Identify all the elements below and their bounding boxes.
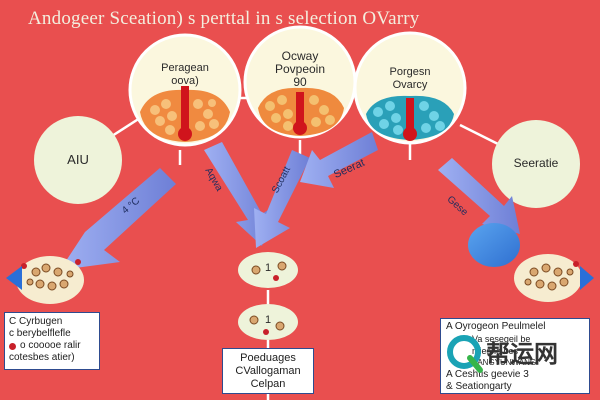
right-legend-text: mieshe bes [472, 346, 519, 356]
right-circle-label: Seeratie [513, 156, 559, 170]
arrow-center-right [254, 150, 310, 248]
blue-cell [468, 223, 520, 267]
watermark-q-icon [447, 335, 483, 373]
left-circle-label: AIU [67, 152, 89, 167]
center-box-line1: Poeduages [240, 352, 296, 364]
center-cell-top-label: 1 [264, 262, 272, 274]
ovary-left-line2: oova) [171, 75, 199, 87]
right-legend-row: A Ceshtis geevie 3 [446, 369, 584, 381]
arrow-right-mid [438, 158, 520, 234]
left-arrowhead [6, 266, 22, 290]
center-caption-box: Poeduages CVallogaman Celpan [222, 348, 314, 394]
left-legend-text: C Cyrbugen [9, 316, 63, 327]
center-box-line3: Celpan [250, 378, 286, 390]
red-dot-icon [9, 342, 16, 350]
right-legend-row: & Seationgarty [446, 381, 584, 393]
right-arrowhead [580, 266, 594, 290]
right-legend-text: A Ceshtis geevie 3 [446, 369, 529, 380]
center-cell-bottom [238, 304, 298, 340]
ovary-right-line2: Ovarcy [392, 79, 428, 91]
left-cell-cluster [16, 256, 84, 304]
ovary-center-line2: Povpeoin [274, 62, 326, 76]
left-legend-row: o cooooe ralir [9, 340, 95, 352]
ovary-center-line3: 90 [293, 75, 307, 89]
ovary-left-line1: Peragean [161, 62, 209, 74]
right-legend-text: A Oyrogeon Peulmelel [446, 321, 546, 332]
watermark-text: 帮运网 [486, 340, 558, 368]
diagram-title: Andogeer Sceation) s perttal in s select… [28, 8, 420, 29]
ovary-center-label: Ocway Povpeoin 90 [254, 50, 346, 89]
left-legend-row: c berybelflefle [9, 328, 95, 340]
left-legend-row: cotesbes atier) [9, 352, 95, 364]
right-circle [492, 120, 580, 208]
right-legend-row: A Oyrogeon Peulmelel [446, 321, 584, 333]
ovary-left-label: Peragean oova) [140, 62, 230, 88]
center-cell-top [238, 252, 298, 288]
right-legend-text: Va sesegeil be [472, 334, 531, 344]
left-legend-row: C Cyrbugen [9, 316, 95, 328]
watermark-logo: 帮运网 [440, 330, 590, 380]
center-cell-bottom-label: 1 [264, 314, 272, 326]
right-cell-cluster [514, 254, 582, 302]
right-legend-row: Va sesegeil be [446, 333, 584, 345]
right-legend-row: BANGYUNWANG [446, 357, 584, 369]
left-legend: C Cyrbugen c berybelflefle o cooooe rali… [4, 312, 100, 370]
left-legend-text: c berybelflefle [9, 328, 71, 339]
left-legend-text: cotesbes atier) [9, 352, 75, 363]
ovary-right-line1: Porgesn [389, 66, 431, 78]
ovary-right-shape [353, 31, 467, 145]
ovary-right-label: Porgesn Ovarcy [364, 66, 456, 92]
arrow-left [60, 168, 176, 270]
right-legend-text: & Seationgarty [446, 381, 512, 392]
center-box-line2: CVallogaman [235, 365, 301, 377]
right-legend-row: mieshe bes [446, 345, 584, 357]
ovary-center-line1: Ocway [281, 49, 319, 63]
ovary-left-shape [128, 33, 242, 147]
right-legend: A Oyrogeon Peulmelel Va sesegeil be mies… [440, 318, 590, 394]
arrow-right-top [300, 132, 378, 188]
left-circle [34, 116, 122, 204]
right-legend-text: BANGYUNWANG [472, 358, 537, 367]
left-legend-text: o cooooe ralir [20, 340, 81, 351]
